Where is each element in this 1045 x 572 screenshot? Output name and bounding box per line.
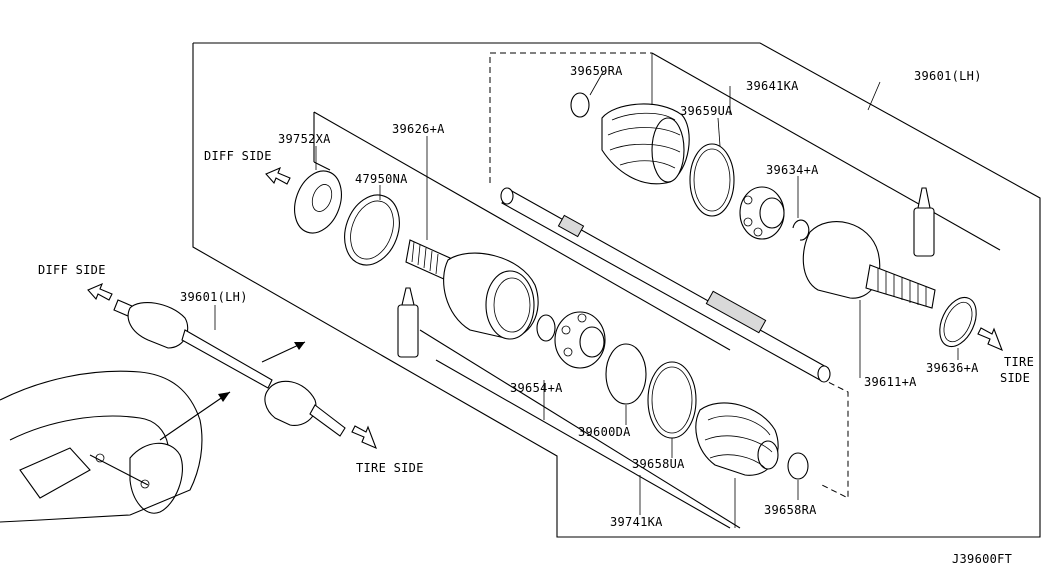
- washer-right: [939, 296, 977, 348]
- washer-left: [294, 170, 342, 234]
- dashed-boundary: [489, 52, 652, 183]
- diff-side-label-left: DIFF SIDE: [38, 263, 106, 277]
- label-39658UA: 39658UA: [632, 457, 685, 471]
- outer-joint-housing: [802, 221, 936, 309]
- drive-shaft: [500, 187, 831, 383]
- label-39626: 39626+A: [392, 122, 445, 136]
- kit-line-5: [419, 329, 741, 529]
- diff-side-arrow-top: [265, 166, 291, 185]
- grease-tube-right: [913, 187, 935, 257]
- inner-joint-housing: [405, 239, 539, 340]
- tire-side-label-right-1: TIRE: [1004, 355, 1034, 369]
- diff-side-label-top: DIFF SIDE: [204, 149, 272, 163]
- dashed-boundary-2: [819, 377, 849, 499]
- kit-line-1: [313, 111, 731, 351]
- label-39600DA: 39600DA: [578, 425, 631, 439]
- boot-band-top: [689, 143, 735, 217]
- assembled-drive-shaft: [113, 299, 346, 437]
- boot-band-bottom: [647, 361, 697, 439]
- outer-frame: [192, 42, 1041, 538]
- label-47950NA: 47950NA: [355, 172, 408, 186]
- assembly-arrows: [159, 341, 306, 441]
- retaining-ring: [605, 343, 647, 405]
- inner-race-top: [739, 186, 785, 240]
- leader-lines: [214, 53, 959, 528]
- tire-side-label-right-2: SIDE: [1000, 371, 1030, 385]
- diff-side-arrow-left: [87, 282, 113, 301]
- car-outline: [0, 370, 203, 523]
- grease-tube-left: [397, 287, 419, 358]
- label-39659RA: 39659RA: [570, 64, 623, 78]
- label-39601-top: 39601(LH): [914, 69, 982, 83]
- tire-side-arrow-bottom: [351, 425, 377, 450]
- inner-race-left: [554, 311, 606, 369]
- snap-ring-top: [792, 219, 810, 241]
- snap-ring-left: [536, 314, 556, 342]
- label-39741KA: 39741KA: [610, 515, 663, 529]
- kit-line-4: [651, 52, 1001, 251]
- label-39611: 39611+A: [864, 375, 917, 389]
- tire-side-label-bottom: TIRE SIDE: [356, 461, 424, 475]
- kit-line-6: [435, 359, 731, 529]
- label-39641KA: 39641KA: [746, 79, 799, 93]
- sensor-ring: [344, 194, 400, 266]
- label-39601-left: 39601(LH): [180, 290, 248, 304]
- tire-side-arrow-right: [977, 327, 1003, 352]
- kit-line-3: [313, 161, 331, 171]
- outer-boot-top: [570, 92, 690, 185]
- small-band-bottom: [787, 452, 809, 480]
- label-39636: 39636+A: [926, 361, 979, 375]
- label-39659UA: 39659UA: [680, 104, 733, 118]
- inner-boot-bottom: [695, 402, 779, 476]
- label-39658RA: 39658RA: [764, 503, 817, 517]
- label-39654: 39654+A: [510, 381, 563, 395]
- label-39634: 39634+A: [766, 163, 819, 177]
- label-39752XA: 39752XA: [278, 132, 331, 146]
- diagram-code: J39600FT: [952, 552, 1012, 566]
